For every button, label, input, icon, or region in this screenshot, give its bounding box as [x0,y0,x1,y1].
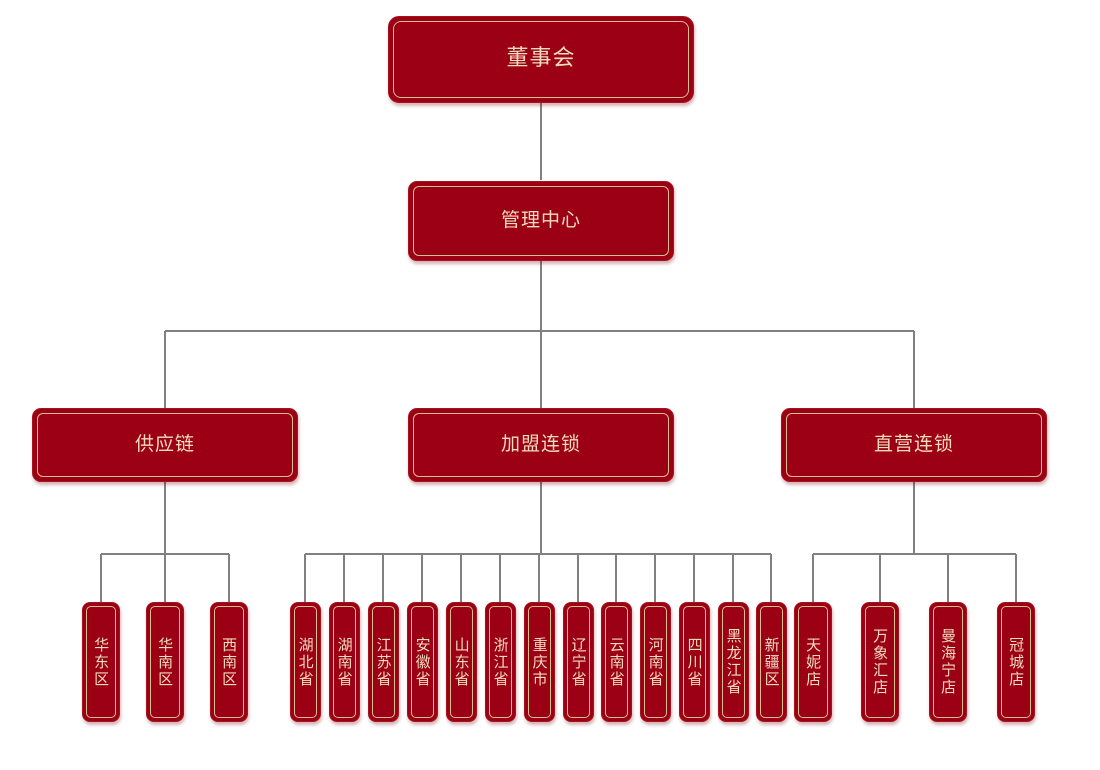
node-supply-chain[interactable]: 供应链 [32,408,298,482]
leaf-franchise-province[interactable]: 湖南省 [329,602,360,722]
node-management-center[interactable]: 管理中心 [408,181,674,261]
leaf-franchise-province-label: 重庆市 [530,636,549,688]
leaf-franchise-province[interactable]: 重庆市 [524,602,555,722]
leaf-franchise-province-label: 四川省 [685,636,704,688]
node-board-label: 董事会 [506,46,576,72]
leaf-franchise-province[interactable]: 新疆区 [756,602,787,722]
leaf-franchise-province-label: 新疆区 [762,636,781,688]
leaf-franchise-province[interactable]: 山东省 [446,602,477,722]
leaf-franchise-province[interactable]: 湖北省 [290,602,321,722]
leaf-franchise-province-label: 湖南省 [335,636,354,688]
node-franchise-chain-label: 加盟连锁 [500,433,581,456]
leaf-franchise-province-label: 安徽省 [413,636,432,688]
leaf-franchise-province-label: 云南省 [607,636,626,688]
leaf-supply-region-label: 华东区 [92,636,111,688]
leaf-direct-store-label: 冠城店 [1007,636,1026,688]
node-management-center-label: 管理中心 [500,209,581,232]
leaf-direct-store-label: 天妮店 [804,636,823,688]
leaf-direct-store-label: 曼海宁店 [939,628,958,696]
leaf-supply-region-label: 西南区 [220,636,239,688]
leaf-direct-store[interactable]: 天妮店 [794,602,832,722]
node-supply-chain-label: 供应链 [134,433,195,456]
leaf-franchise-province[interactable]: 辽宁省 [563,602,594,722]
node-franchise-chain[interactable]: 加盟连锁 [408,408,674,482]
node-board[interactable]: 董事会 [388,16,694,103]
leaf-franchise-province-label: 江苏省 [374,636,393,688]
leaf-franchise-province-label: 黑龙江省 [724,628,743,696]
leaf-franchise-province[interactable]: 四川省 [679,602,710,722]
leaf-supply-region-label: 华南区 [156,636,175,688]
node-direct-chain[interactable]: 直营连锁 [781,408,1047,482]
leaf-direct-store[interactable]: 万象汇店 [861,602,899,722]
leaf-direct-store[interactable]: 曼海宁店 [929,602,967,722]
leaf-franchise-province-label: 山东省 [452,636,471,688]
node-direct-chain-label: 直营连锁 [873,433,954,456]
leaf-supply-region[interactable]: 西南区 [210,602,248,722]
leaf-franchise-province-label: 湖北省 [296,636,315,688]
leaf-franchise-province[interactable]: 安徽省 [407,602,438,722]
leaf-franchise-province-label: 辽宁省 [569,636,588,688]
leaf-franchise-province-label: 河南省 [646,636,665,688]
leaf-supply-region[interactable]: 华南区 [146,602,184,722]
leaf-franchise-province[interactable]: 黑龙江省 [718,602,749,722]
leaf-franchise-province[interactable]: 浙江省 [485,602,516,722]
leaf-franchise-province-label: 浙江省 [491,636,510,688]
leaf-direct-store-label: 万象汇店 [871,628,890,696]
leaf-franchise-province[interactable]: 河南省 [640,602,671,722]
leaf-direct-store[interactable]: 冠城店 [997,602,1035,722]
leaf-franchise-province[interactable]: 江苏省 [368,602,399,722]
leaf-franchise-province[interactable]: 云南省 [601,602,632,722]
leaf-supply-region[interactable]: 华东区 [82,602,120,722]
